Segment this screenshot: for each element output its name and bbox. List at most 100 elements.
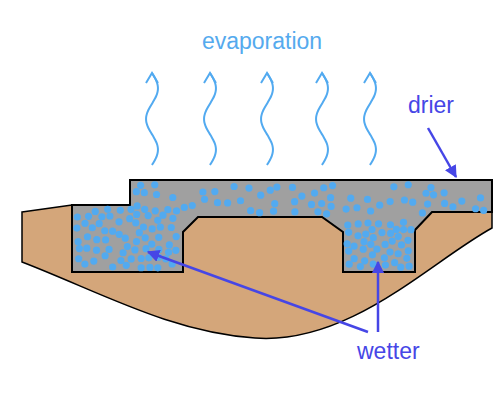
water-dot [137, 182, 144, 189]
wavy-arrow [146, 73, 158, 165]
water-dot [273, 183, 280, 190]
water-dot [344, 221, 351, 228]
water-dot [74, 213, 81, 220]
water-dot [131, 246, 138, 253]
arrow-head [364, 73, 376, 83]
water-dot [199, 188, 206, 195]
water-dot [441, 189, 448, 196]
water-dot [93, 236, 100, 243]
water-dot [211, 188, 218, 195]
water-dot [181, 204, 188, 211]
water-dot [85, 213, 92, 220]
water-dot [123, 262, 130, 269]
water-dot [360, 238, 367, 245]
water-dot [105, 246, 112, 253]
water-dot [172, 247, 179, 254]
water-dot [81, 220, 88, 227]
water-dot [354, 232, 361, 239]
water-dot [350, 243, 357, 250]
water-dot [133, 238, 140, 245]
water-dot [148, 240, 155, 247]
water-dot [98, 213, 105, 220]
water-dot [106, 212, 113, 219]
water-dot [480, 207, 487, 214]
water-dot [173, 207, 180, 214]
water-dot [419, 209, 426, 216]
water-dot [405, 181, 412, 188]
water-dot [424, 200, 431, 207]
water-dot [189, 202, 196, 209]
water-dot [329, 182, 336, 189]
water-dot [441, 200, 448, 207]
water-dot [373, 246, 380, 253]
water-dot [370, 260, 377, 267]
water-dot [102, 252, 109, 259]
water-dot [169, 194, 176, 201]
water-dot [395, 233, 402, 240]
water-dot [96, 220, 103, 227]
water-dot [271, 200, 278, 207]
leader-arrow [148, 252, 368, 332]
wavy-arrow [204, 73, 216, 165]
process-label: evaporation [202, 30, 322, 53]
water-dot [403, 255, 410, 262]
water-dot [245, 184, 252, 191]
water-dot [230, 183, 237, 190]
water-dot [375, 220, 382, 227]
water-dot [387, 221, 394, 228]
zone-label: wetter [357, 340, 420, 363]
water-dot [164, 206, 171, 213]
water-dot [109, 228, 116, 235]
water-dot [127, 206, 134, 213]
leader-arrow [428, 128, 456, 177]
water-dot [422, 190, 429, 197]
water-dot [360, 246, 367, 253]
water-dot [83, 245, 90, 252]
arrow-head [261, 73, 273, 83]
water-dot [320, 184, 327, 191]
water-dot [152, 207, 159, 214]
water-dot [168, 224, 175, 231]
water-dot [389, 237, 396, 244]
water-dot [138, 264, 145, 271]
wavy-arrow [316, 73, 328, 165]
water-dot [405, 247, 412, 254]
water-dot [166, 241, 173, 248]
water-dot [267, 187, 274, 194]
water-dot [367, 241, 374, 248]
water-dot [142, 234, 149, 241]
water-dot [75, 255, 82, 262]
water-dot [132, 219, 139, 226]
water-dot [308, 201, 315, 208]
water-dot [291, 198, 298, 205]
water-dot [353, 204, 360, 211]
water-dot [104, 206, 111, 213]
water-dot [381, 254, 388, 261]
water-dot [404, 237, 411, 244]
water-dot [90, 258, 97, 265]
water-dot [146, 264, 153, 271]
water-dot [357, 263, 364, 270]
water-dot [342, 205, 349, 212]
water-dot [157, 224, 164, 231]
water-dot [393, 226, 400, 233]
water-dot [155, 246, 162, 253]
evaporation-arrows [146, 73, 376, 165]
water-dot [376, 202, 383, 209]
wavy-arrow [364, 73, 376, 165]
water-dot [117, 207, 124, 214]
water-dot [149, 225, 156, 232]
water-dot [141, 189, 148, 196]
water-dot [318, 200, 325, 207]
water-dot [298, 192, 305, 199]
water-dot [117, 257, 124, 264]
arrow-head [146, 73, 158, 83]
water-dot [122, 235, 129, 242]
water-dot [311, 189, 318, 196]
water-dot [153, 191, 160, 198]
water-dot [387, 230, 394, 237]
water-dot [247, 207, 254, 214]
water-dot [119, 249, 126, 256]
water-dot [345, 229, 352, 236]
water-dot [201, 196, 208, 203]
